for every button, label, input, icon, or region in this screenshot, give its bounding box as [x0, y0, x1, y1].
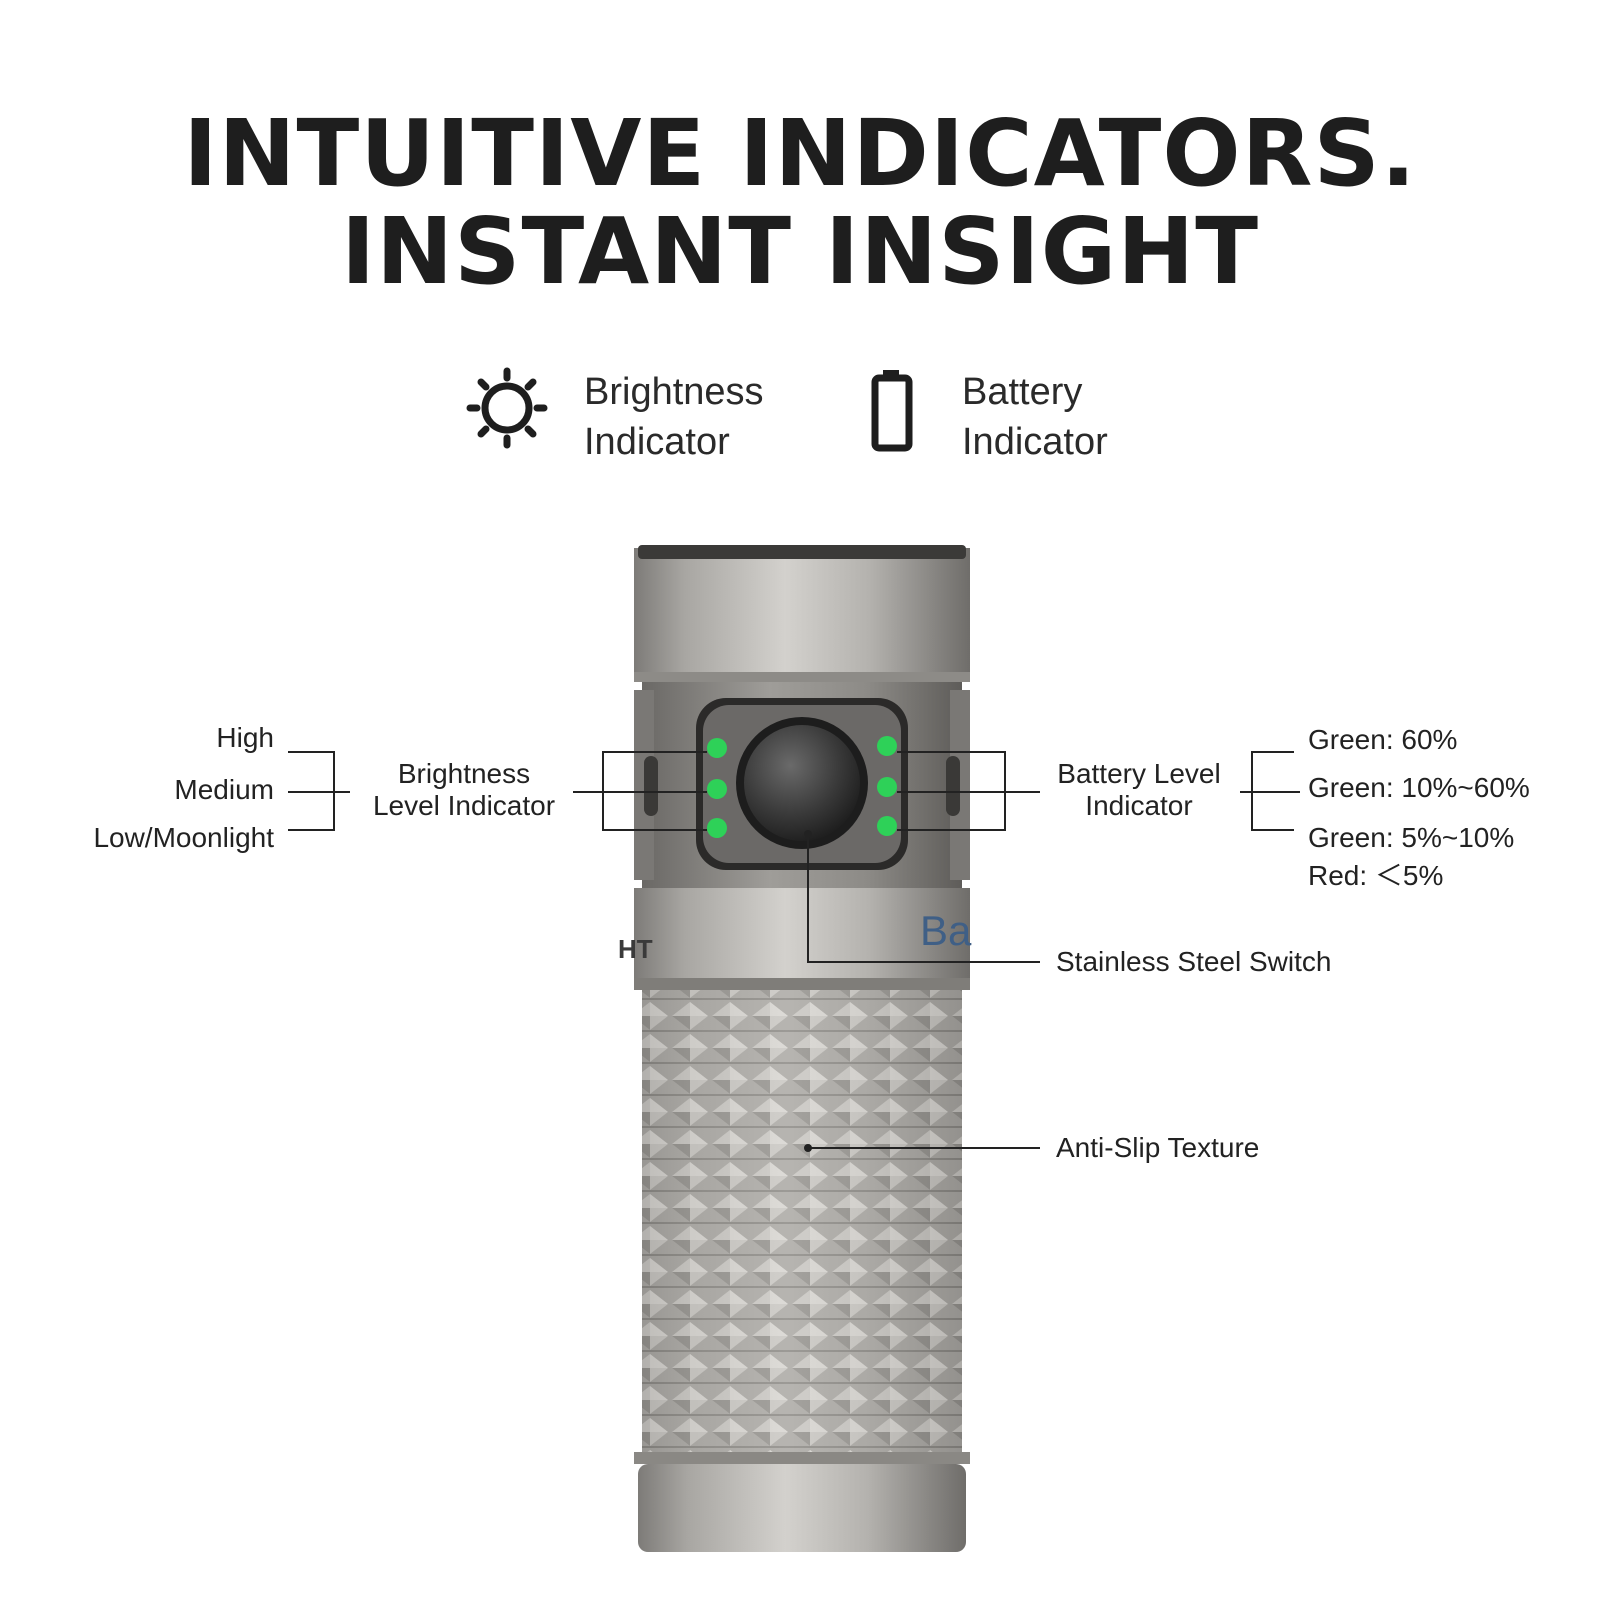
headline-line-1: INTUITIVE INDICATORS.: [183, 100, 1417, 207]
battery-legend-line-1: Battery: [962, 371, 1083, 413]
flashlight: Ba HT: [618, 545, 972, 1552]
svg-text:Ba: Ba: [920, 907, 972, 954]
battery-icon: [871, 370, 913, 452]
level-medium: Medium: [174, 774, 274, 805]
anti-slip-texture-label: Anti-Slip Texture: [1056, 1132, 1260, 1163]
battery-level-red: Red: ＜5%: [1308, 860, 1444, 891]
brightness-legend-label: Brightness Indicator: [584, 367, 764, 467]
battery-level-5-10: Green: 5%~10%: [1308, 822, 1515, 853]
led-battery-2: [877, 777, 897, 797]
led-battery-1: [877, 736, 897, 756]
brightness-legend-line-1: Brightness: [584, 371, 764, 413]
stainless-steel-switch-label: Stainless Steel Switch: [1056, 946, 1332, 977]
battery-level-60: Green: 60%: [1308, 724, 1458, 755]
svg-text:HT: HT: [618, 934, 653, 964]
battery-callout-lines: [897, 751, 1300, 831]
battery-level-10-60: Green: 10%~60%: [1308, 772, 1530, 803]
led-high: [707, 738, 727, 758]
battery-level-line-2: Indicator: [1085, 790, 1193, 821]
brightness-leds: [707, 738, 727, 838]
battery-legend-line-2: Indicator: [962, 421, 1108, 463]
headline-line-2: INSTANT INSIGHT: [340, 198, 1260, 305]
switch-callout-line: [804, 830, 1040, 963]
brightness-legend-line-2: Indicator: [584, 421, 730, 463]
led-battery-3: [877, 816, 897, 836]
level-low-moonlight: Low/Moonlight: [93, 822, 274, 853]
battery-level-line-1: Battery Level: [1057, 758, 1221, 789]
level-high: High: [216, 722, 274, 753]
brightness-callout-lines: [288, 751, 707, 831]
texture-callout-line: [804, 1144, 1040, 1152]
sun-icon: [466, 367, 548, 449]
battery-level-indicator-label: Battery Level Indicator: [1042, 758, 1236, 822]
brightness-level-line-1: Brightness: [397, 758, 531, 789]
led-medium: [707, 779, 727, 799]
battery-leds: [877, 736, 897, 836]
brightness-level-line-2: Level Indicator: [372, 790, 556, 821]
brightness-level-indicator-label: Brightness Level Indicator: [356, 758, 572, 822]
led-low: [707, 818, 727, 838]
battery-legend-label: Battery Indicator: [962, 367, 1108, 467]
